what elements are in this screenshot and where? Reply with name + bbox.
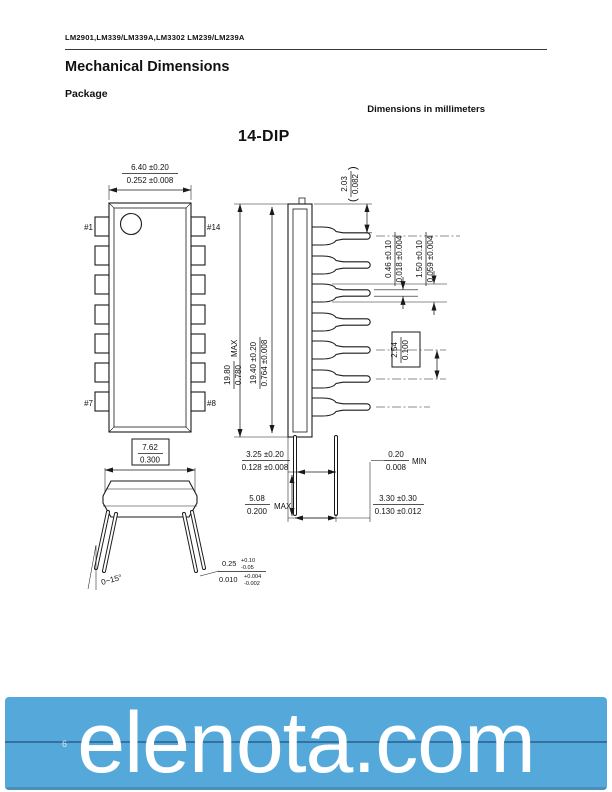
dim-lead-pitch-mm: 2.54 [390, 342, 399, 358]
dim-top-to-lead-in: 0.082 [351, 173, 360, 194]
units-note: Dimensions in millimeters [367, 104, 485, 115]
dim-lead-thickness-mm-plus: +0.10 [241, 558, 255, 564]
dim-body-length-max-in: 0.780 [234, 364, 243, 385]
part-numbers-header: LM2901,LM339/LM339A,LM3302 LM239/LM239A [65, 33, 245, 42]
dim-lead-length-max-suffix: MAX [274, 502, 292, 511]
dim-top-to-lead-mm: 2.03 [340, 176, 349, 192]
footer-rule [5, 741, 607, 743]
watermark-text: elenota.com [77, 694, 536, 791]
dim-lead-length-max-mm: 5.08 [249, 494, 265, 503]
watermark-bottom-edge [5, 787, 607, 790]
dim-lead-thickness-in-minus: -0.002 [244, 581, 260, 587]
dim-standoff-min-mm: 0.20 [388, 450, 404, 459]
dim-lead-width-in: 0.018 ±0.004 [395, 235, 404, 282]
side-view: 19.80 0.780 MAX 19.40 ±0.20 0.764 ±0.008… [223, 166, 460, 522]
pin-label-7: #7 [84, 399, 93, 408]
dim-seated-offset-mm: 3.25 ±0.20 [246, 450, 284, 459]
dim-lead-angle: 0~15° [100, 573, 123, 587]
dim-row-spacing-mm: 7.62 [142, 443, 158, 452]
dim-body-length-max-mm: 19.80 [223, 364, 232, 385]
header-rule [65, 49, 547, 51]
dim-standoff-min-in: 0.008 [386, 463, 407, 472]
dim-shoulder-width-mm: 1.50 ±0.10 [415, 240, 424, 278]
dim-lead-thickness-in: 0.010 [219, 575, 238, 584]
dim-lead-thickness-mm: 0.25 [222, 559, 236, 568]
dim-lead-thickness-mm-minus: -0.05 [241, 565, 254, 571]
dim-standoff-min-suffix: MIN [412, 457, 427, 466]
section-title: Mechanical Dimensions [65, 59, 230, 75]
paren-close: ) [347, 166, 359, 170]
dim-row-spacing-in: 0.300 [140, 456, 161, 465]
dim-body-length-max-suffix: MAX [230, 339, 239, 357]
package-title: 14-DIP [238, 128, 290, 145]
dim-body-length-mm: 19.40 ±0.20 [249, 341, 258, 384]
dim-lead-length-max-in: 0.200 [247, 507, 268, 516]
pin-label-8: #8 [207, 399, 216, 408]
watermark-banner: 6 elenota.com [5, 697, 607, 790]
dim-tip-length-in: 0.130 ±0.012 [375, 507, 422, 516]
dim-shoulder-width-in: 0.059 ±0.004 [426, 235, 435, 282]
subsection-title: Package [65, 88, 108, 100]
paren-open: ( [347, 198, 359, 202]
page-number: 6 [62, 739, 68, 749]
dim-lead-thickness-in-plus: +0.004 [244, 574, 261, 580]
dim-body-width-in: 0.252 ±0.008 [127, 176, 174, 185]
end-view: 7.62 0.300 0~15° 0.25 +0.10 -0.05 0.010 … [87, 438, 266, 590]
dim-body-width-mm: 6.40 ±0.20 [131, 163, 169, 172]
pin1-indicator-icon [119, 212, 143, 236]
dim-lead-width-mm: 0.46 ±0.10 [384, 240, 393, 278]
top-view: #1 #14 #7 #8 6.40 ±0.20 0.252 ±0.008 [84, 163, 221, 433]
dim-lead-pitch-in: 0.100 [401, 339, 410, 360]
dim-tip-length-mm: 3.30 ±0.30 [379, 494, 417, 503]
pin-label-1: #1 [84, 223, 93, 232]
dim-body-length-in: 0.764 ±0.008 [260, 339, 269, 386]
pin-label-14: #14 [207, 223, 221, 232]
dim-seated-offset-in: 0.128 ±0.008 [242, 463, 289, 472]
